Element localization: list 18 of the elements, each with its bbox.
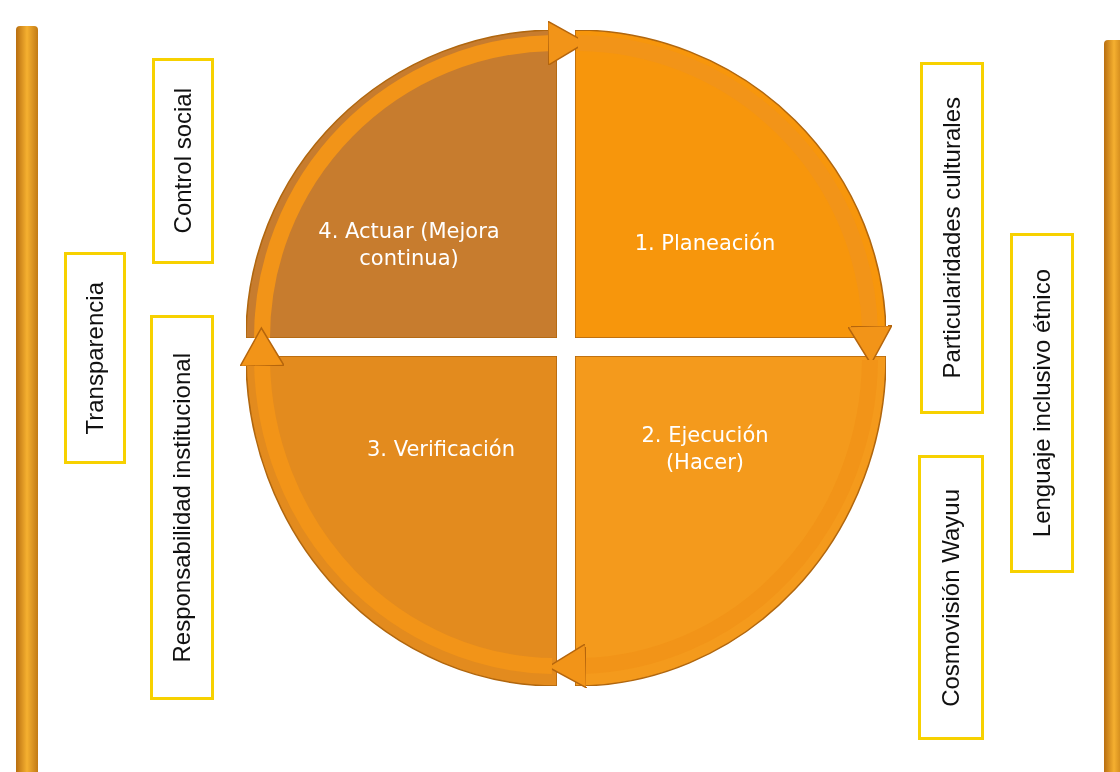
step-label: 4. Actuar (Mejora continua) (317, 218, 501, 273)
text-box (1010, 233, 1074, 573)
vertical-bar (16, 26, 38, 772)
principle-label: Lenguaje inclusivo étnico (1028, 268, 1056, 538)
text-box (64, 252, 126, 464)
principle-label: Control social (169, 88, 197, 234)
principle-label: Particularidades culturales (938, 97, 966, 379)
vertical-bar (1104, 40, 1120, 772)
text-box (918, 455, 984, 740)
principle-label: Transparencia (81, 281, 109, 435)
principle-label: Cosmovisión Wayuu (937, 488, 965, 707)
step-label: 1. Planeación (633, 230, 777, 257)
text-box (150, 315, 214, 700)
step-label: 2. Ejecución (Hacer) (640, 422, 770, 477)
text-box (920, 62, 984, 414)
principle-label: Responsabilidad institucional (168, 352, 196, 663)
text-box (152, 58, 214, 264)
step-label: 3. Verificación (366, 436, 516, 463)
